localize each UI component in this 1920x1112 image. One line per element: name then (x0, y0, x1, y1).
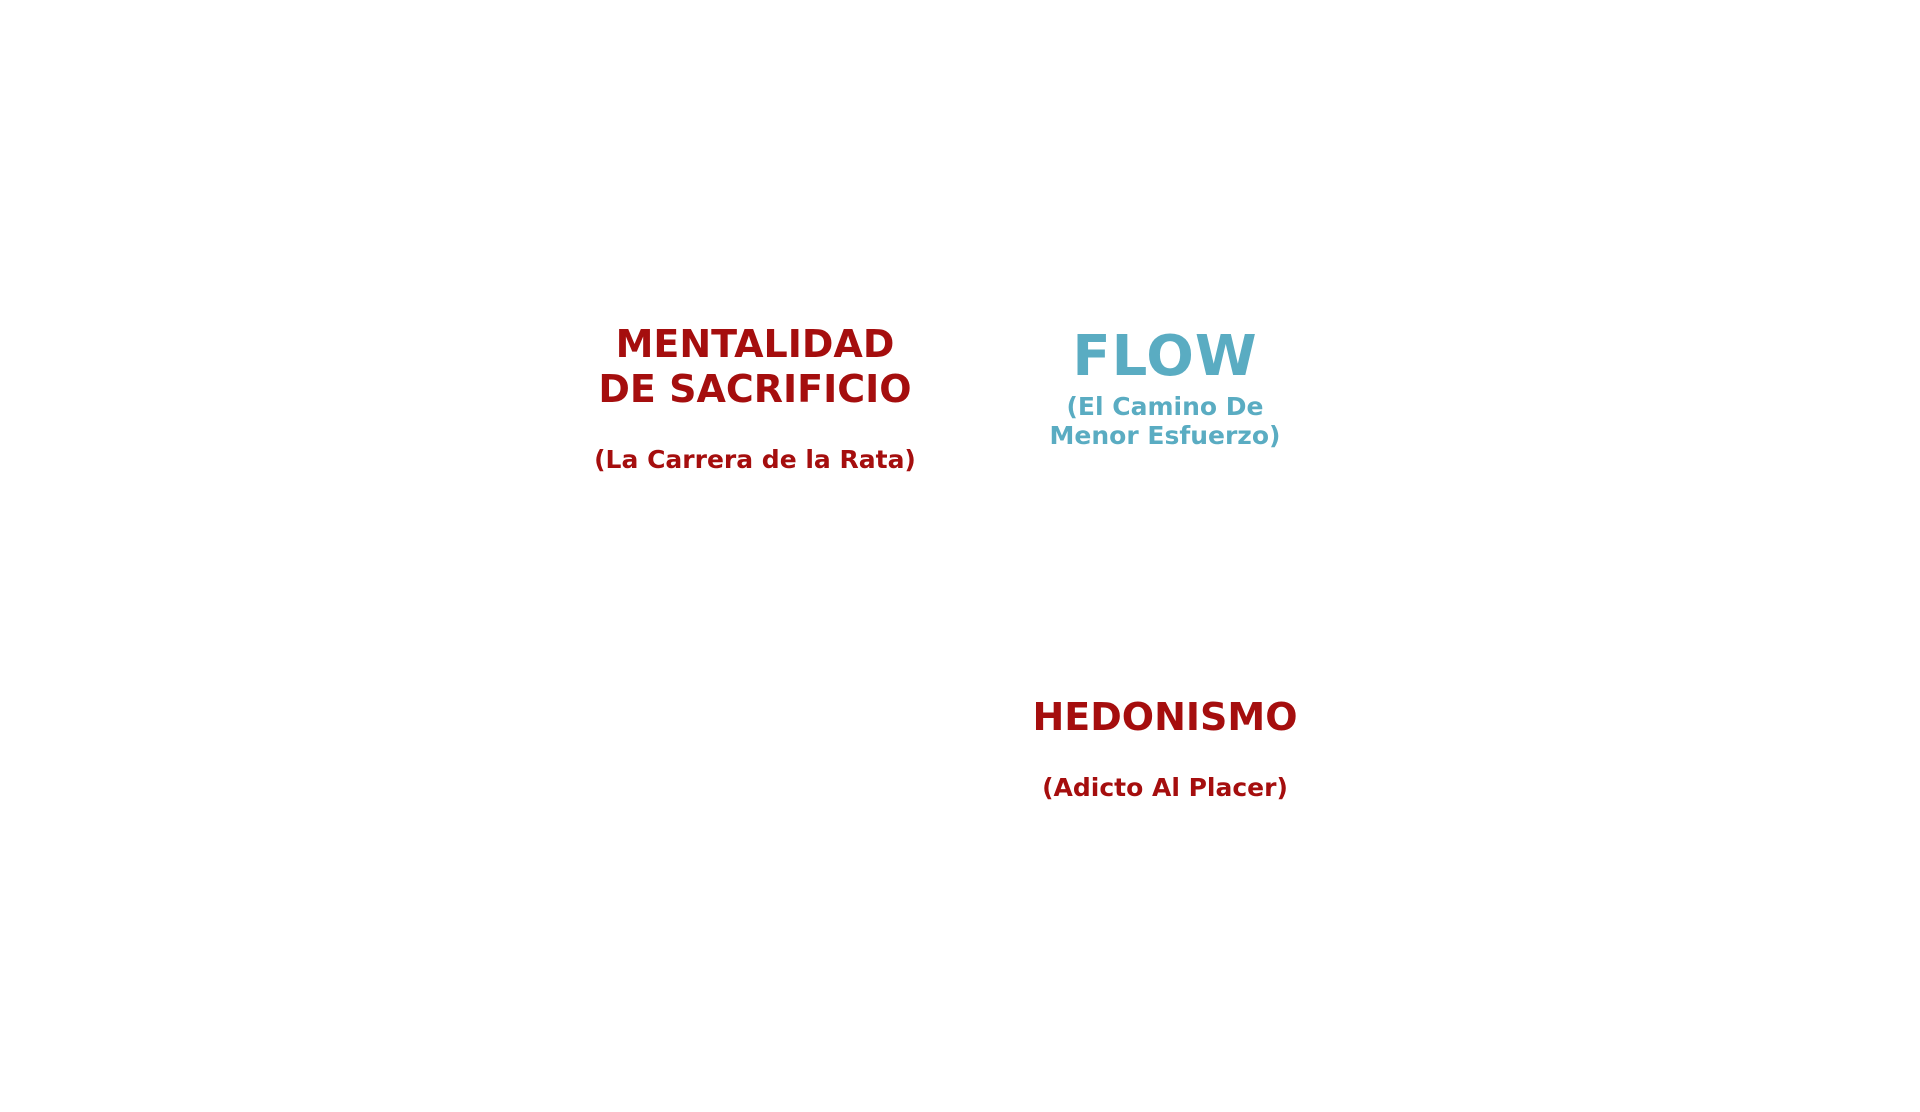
quadrant-sacrificio-subtitle: (La Carrera de la Rata) (594, 445, 916, 475)
quadrant-flow-title-text: FLOW (1072, 324, 1258, 389)
quadrant-flow-subtitle-line-2: Menor Esfuerzo) (1049, 421, 1281, 450)
quadrant-hedonismo-title-text: HEDONISMO (1032, 695, 1298, 739)
quadrant-sacrificio-subtitle-text: (La Carrera de la Rata) (594, 445, 916, 474)
quadrant-flow-title: FLOW (1050, 322, 1281, 392)
quadrant-hedonismo-title: HEDONISMO (1032, 695, 1297, 740)
quadrant-hedonismo-subtitle: (Adicto Al Placer) (1032, 773, 1297, 803)
quadrant-sacrificio-title-line-1: MENTALIDAD (615, 322, 895, 366)
quadrant-flow-subtitle: (El Camino De Menor Esfuerzo) (1050, 392, 1281, 450)
quadrant-flow: FLOW (El Camino De Menor Esfuerzo) (1050, 322, 1281, 450)
quadrant-hedonismo: HEDONISMO (Adicto Al Placer) (1032, 695, 1297, 803)
quadrant-flow-subtitle-line-1: (El Camino De (1066, 392, 1264, 421)
quadrant-sacrificio-title: MENTALIDAD DE SACRIFICIO (594, 322, 916, 412)
quadrant-sacrificio-title-line-2: DE SACRIFICIO (598, 367, 912, 411)
quadrant-hedonismo-subtitle-text: (Adicto Al Placer) (1042, 773, 1288, 802)
quadrant-sacrificio: MENTALIDAD DE SACRIFICIO (La Carrera de … (594, 322, 916, 475)
